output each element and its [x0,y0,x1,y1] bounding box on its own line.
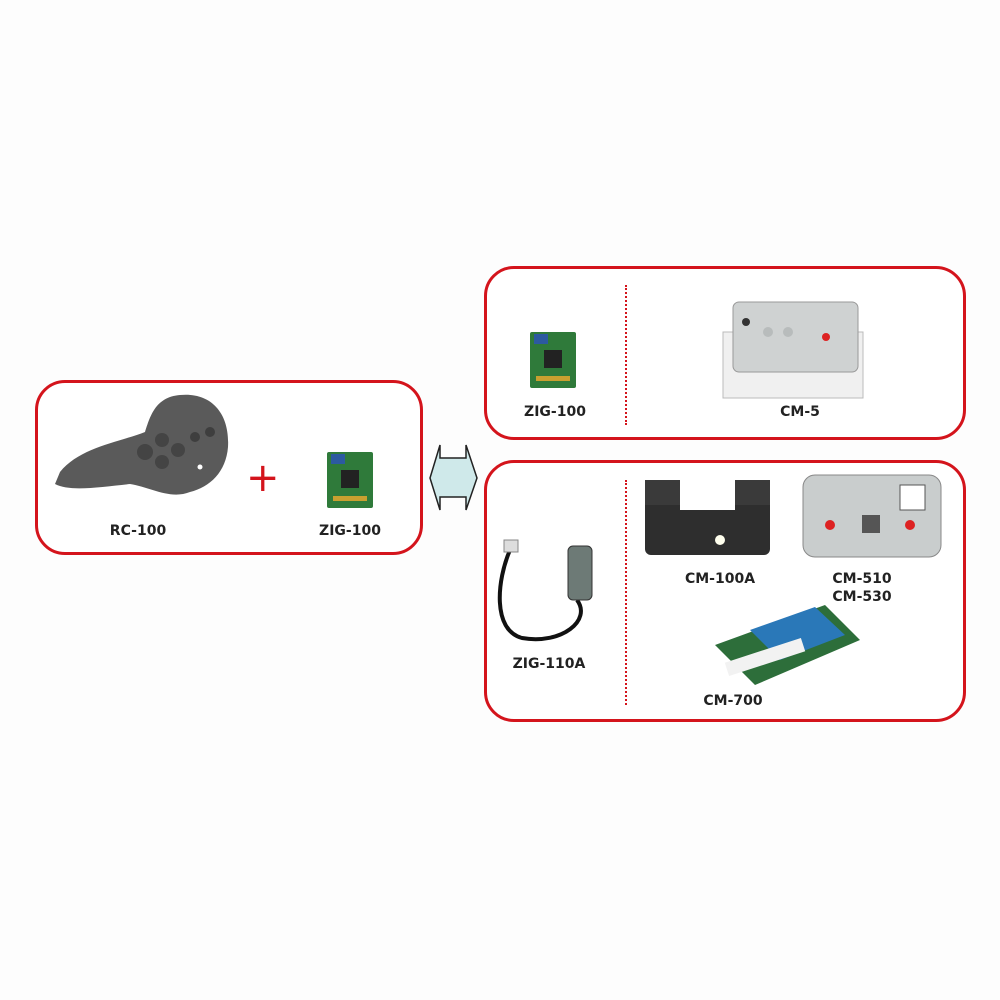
divider [625,480,627,705]
zig100-module-image [530,332,576,388]
cm100a-label: CM-100A [684,571,756,587]
zig100-label: ZIG-100 [524,404,586,420]
cm5-label: CM-5 [780,404,820,420]
cm700-board-image [715,605,860,685]
cm100a-controller-image [645,480,770,555]
rc100-label: RC-100 [109,523,167,539]
zig110a-label: ZIG-110A [512,656,586,672]
cm530-label: CM-530 [832,589,892,605]
zig110a-dongle-image [497,539,593,642]
rc100-gamepad-image [55,394,229,495]
plus-sign: + [246,455,280,501]
bidirectional-arrow-icon [429,444,478,511]
cm5-controller-image [722,301,864,399]
zig100-label: ZIG-100 [319,523,381,539]
cm510-controller-image [802,474,942,558]
divider [625,285,627,425]
cm700-label: CM-700 [703,693,763,709]
cm510-label: CM-510 [832,571,892,587]
zig100-module-image [327,452,373,508]
